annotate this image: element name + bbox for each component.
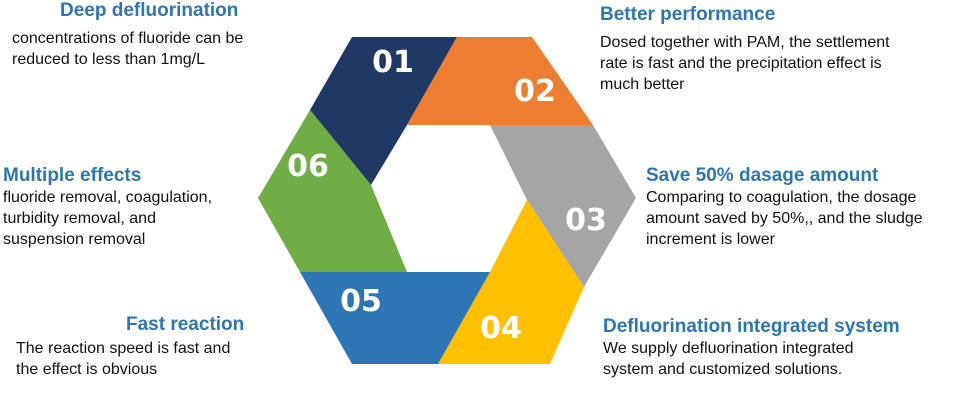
segment-03 — [490, 125, 636, 287]
feature-description: Comparing to coagulation, the dosage amo… — [646, 187, 962, 250]
desc-line: concentrations of fluoride can be — [12, 30, 244, 47]
segment-label-01: 01 — [372, 45, 414, 80]
desc-line: We supply defluorination integrated — [603, 340, 854, 357]
desc-line: fluoride removal, coagulation, — [3, 189, 213, 206]
feature-title: Fast reaction — [126, 314, 245, 335]
segment-05 — [300, 272, 490, 364]
feature-fast-reaction: Fast reaction The reaction speed is fast… — [16, 314, 276, 380]
segment-label-03: 03 — [565, 203, 607, 238]
desc-line: The reaction speed is fast and — [16, 340, 231, 357]
desc-line: turbidity removal, and — [3, 210, 156, 227]
desc-line: Comparing to coagulation, the dosage — [646, 189, 917, 206]
desc-line: much better — [600, 76, 685, 93]
feature-description: concentrations of fluoride can be reduce… — [12, 28, 284, 70]
segment-06 — [258, 110, 407, 272]
desc-line: increment is lower — [646, 231, 775, 248]
feature-description: We supply defluorination integrated syst… — [603, 338, 915, 380]
feature-title: Deep defluorination — [60, 0, 239, 21]
feature-multiple-effects: Multiple effects fluoride removal, coagu… — [3, 165, 239, 250]
desc-line: system and customized solutions. — [603, 361, 843, 378]
feature-title: Better performance — [600, 4, 776, 25]
segment-02 — [407, 37, 593, 125]
feature-better-performance: Better performance Dosed together with P… — [600, 4, 930, 95]
feature-title: Multiple effects — [3, 165, 142, 186]
feature-title: Defluorination integrated system — [603, 316, 900, 337]
desc-line: reduced to less than 1mg/L — [12, 51, 206, 68]
desc-line: amount saved by 50%,, and the sludge — [646, 210, 923, 227]
desc-line: the effect is obvious — [16, 361, 158, 378]
desc-line: rate is fast and the precipitation effec… — [600, 55, 882, 72]
segment-04 — [438, 200, 584, 364]
feature-title: Save 50% dasage amount — [646, 165, 879, 186]
feature-save-dosage: Save 50% dasage amount Comparing to coag… — [646, 165, 962, 250]
desc-line: Dosed together with PAM, the settlement — [600, 34, 890, 51]
segment-label-05: 05 — [340, 284, 382, 319]
feature-integrated-system: Defluorination integrated system We supp… — [603, 316, 933, 380]
segment-label-02: 02 — [514, 74, 556, 109]
feature-deep-defluorination: Deep defluorination concentrations of fl… — [12, 0, 284, 70]
feature-description: fluoride removal, coagulation, turbidity… — [3, 187, 239, 250]
segment-label-04: 04 — [480, 311, 522, 346]
desc-line: suspension removal — [3, 231, 146, 248]
segment-label-06: 06 — [287, 149, 329, 184]
feature-description: The reaction speed is fast and the effec… — [16, 338, 276, 380]
segment-01 — [310, 37, 457, 185]
feature-description: Dosed together with PAM, the settlement … — [600, 32, 930, 95]
